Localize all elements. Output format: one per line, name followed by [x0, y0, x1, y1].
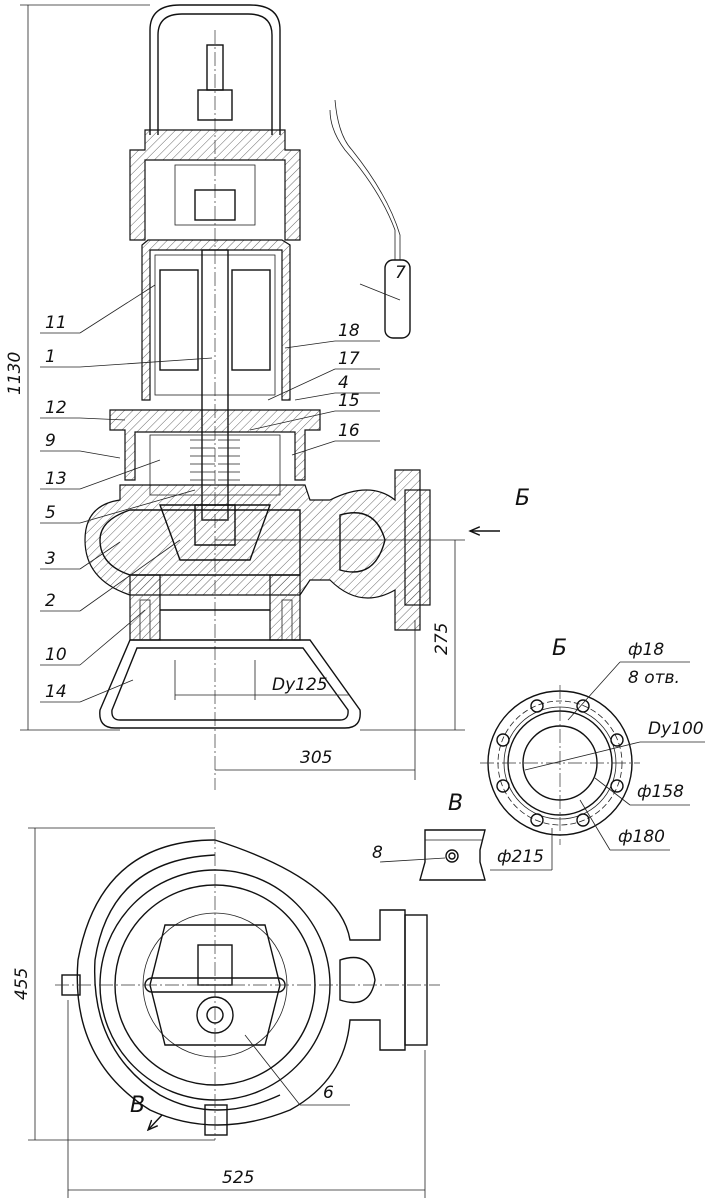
callout-8: 8	[372, 843, 383, 863]
callout-1: 1	[45, 347, 56, 367]
callout-15: 15	[338, 391, 360, 411]
plan-view: 6 В	[55, 830, 440, 1140]
callout-16: 16	[338, 421, 360, 441]
view-arrow-b-label: Б	[515, 486, 530, 511]
callout-9: 9	[45, 431, 56, 451]
flange-view: Б ф18 8 отв. Dy100 ф158 ф180 ф215	[480, 636, 705, 871]
detail-arrow-label: В	[130, 1093, 145, 1118]
flange-d180: ф180	[618, 827, 665, 847]
detail-view-label: В	[448, 791, 463, 816]
dim-plan-width: 525	[222, 1168, 254, 1188]
right-callouts: 7 18 17 4 15 16	[249, 263, 406, 456]
seal-springs	[190, 439, 240, 481]
bolt-holes	[496, 699, 624, 827]
flange-nominal: Dy100	[648, 719, 704, 739]
flange-d215: ф215	[497, 847, 544, 867]
callout-4: 4	[338, 373, 349, 393]
callout-2: 2	[45, 591, 56, 611]
view-arrow-b: Б	[470, 486, 530, 531]
callout-18: 18	[338, 321, 360, 341]
callout-5: 5	[45, 503, 56, 523]
callout-11: 11	[45, 313, 67, 333]
flange-d158: ф158	[637, 782, 684, 802]
callout-10: 10	[45, 645, 67, 665]
stator-winding	[159, 269, 271, 371]
callout-12: 12	[45, 398, 67, 418]
dim-base-nominal: Dy125	[272, 675, 328, 695]
float-switch	[329, 99, 411, 339]
left-callouts: 11 1 12 9 13 5 3 2 10 14	[40, 284, 213, 703]
dim-outlet-offset: 305	[300, 748, 332, 768]
flange-view-label: Б	[552, 636, 567, 661]
callout-6: 6	[323, 1083, 334, 1103]
callout-7: 7	[395, 263, 406, 283]
plan-dimensions: 455 525	[12, 827, 426, 1198]
flange-hole-count: 8 отв.	[628, 668, 680, 688]
front-section-view	[84, 4, 431, 790]
dim-outlet-height: 275	[432, 623, 452, 655]
callout-17: 17	[338, 349, 360, 369]
dim-plan-depth: 455	[12, 968, 32, 1000]
callout-3: 3	[45, 549, 56, 569]
detail-view: В 8	[372, 791, 486, 881]
flange-hole-diameter: ф18	[628, 640, 664, 660]
dim-overall-height: 1130	[5, 352, 25, 395]
front-dimensions: 1130 275 305 Dy125	[5, 4, 465, 780]
callout-14: 14	[45, 682, 67, 702]
callout-13: 13	[45, 469, 67, 489]
